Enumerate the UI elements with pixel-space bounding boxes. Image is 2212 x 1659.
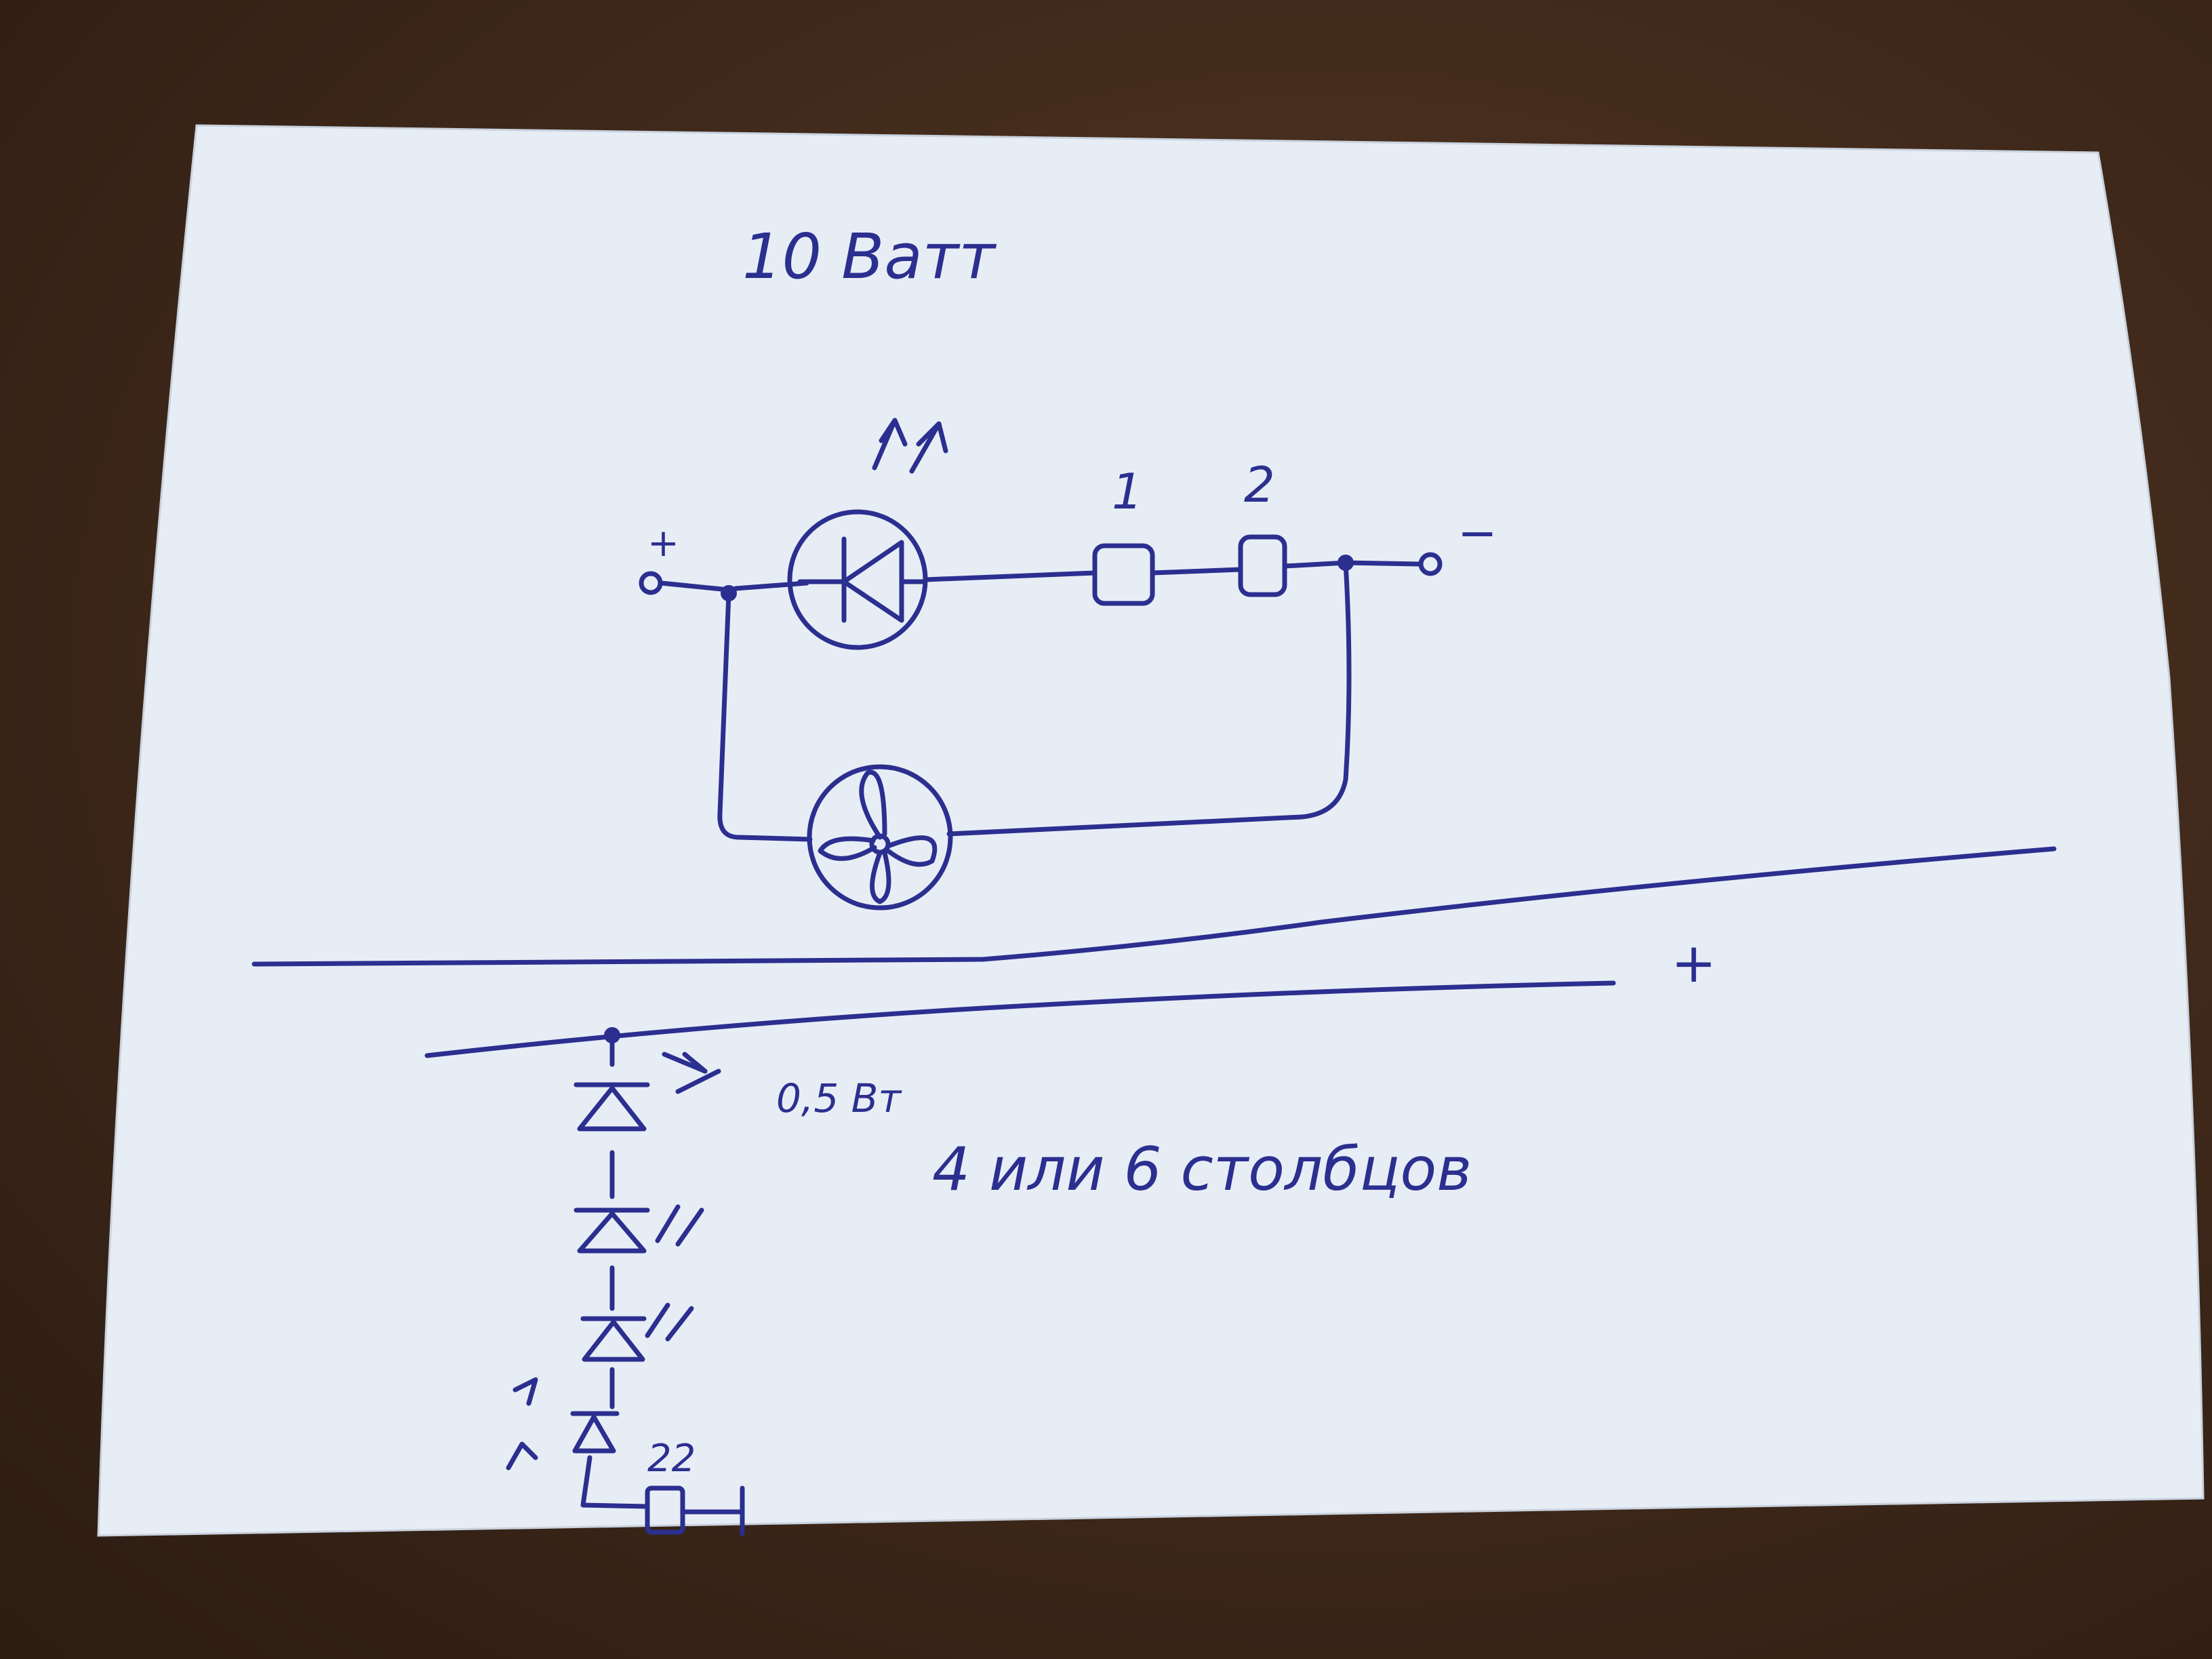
light-arrows-icon — [506, 1377, 538, 1471]
light-arrows-icon — [645, 1302, 694, 1342]
led-diode-symbol — [570, 1411, 620, 1454]
title: 10 Ватт — [742, 220, 997, 293]
light-arrows-icon — [655, 1204, 704, 1247]
led-column: 0,5 Вт — [506, 1027, 902, 1536]
led-diode-symbol — [580, 1316, 647, 1362]
light-arrows-icon — [872, 418, 948, 474]
led-diode-symbol — [574, 1082, 650, 1132]
plus-terminal-label: + — [647, 521, 679, 565]
resistor-1-label: 1 — [1112, 463, 1143, 520]
bus-line-bottom — [424, 980, 1616, 1058]
upper-circuit: + 1 2 — [639, 418, 1497, 911]
resistor-22-label: 22 — [647, 1437, 696, 1481]
minus-terminal-label: − — [1457, 505, 1497, 561]
columns-note: 4 или 6 столбцов — [932, 1134, 1472, 1204]
plus-bus-label: + — [1671, 932, 1716, 995]
paper-sheet — [97, 124, 2205, 1537]
light-arrows-icon — [662, 1052, 721, 1094]
fan-symbol — [807, 764, 953, 911]
power-led-label: 0,5 Вт — [776, 1075, 902, 1121]
led-diode-symbol — [574, 1207, 650, 1254]
bus-line-top — [252, 846, 2057, 967]
resistor-2-label: 2 — [1244, 456, 1275, 513]
minus-terminal — [1418, 552, 1443, 576]
